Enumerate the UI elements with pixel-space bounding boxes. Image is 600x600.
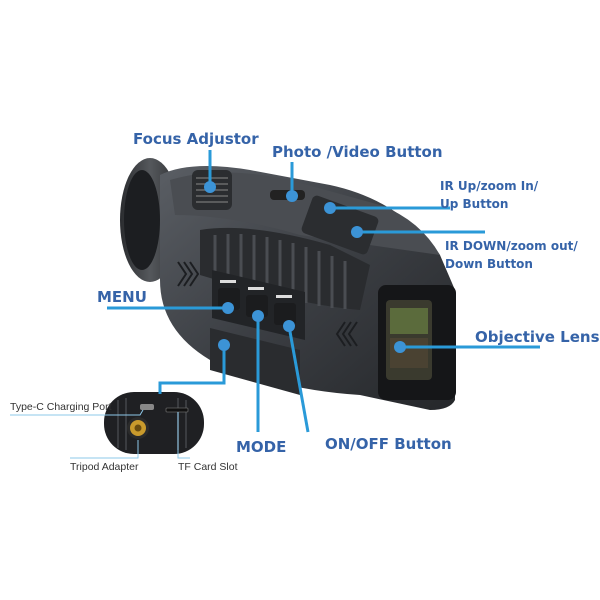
tripod-adapter-label: Tripod Adapter <box>70 461 139 473</box>
side-vents <box>177 261 358 347</box>
lower-grip <box>210 328 300 395</box>
ir-up-label-line1: IR Up/zoom In/ <box>440 179 539 193</box>
photo-video-button-label: Photo /Video Button <box>272 143 443 161</box>
top-button-panel <box>301 195 379 255</box>
mode-label: MODE <box>236 438 287 456</box>
tf-card-slot-label: TF Card Slot <box>178 461 238 473</box>
focus-adjustor-label: Focus Adjustor <box>133 130 259 148</box>
menu-label: MENU <box>97 288 147 306</box>
objective-lens-label: Objective Lens <box>475 328 600 346</box>
inset-callout-lines <box>10 409 190 459</box>
type-c-charging-port-label: Type-C Charging Port <box>10 401 112 413</box>
port-inset <box>104 392 204 454</box>
callout-dots <box>204 181 406 353</box>
ir-up-label-line2: Up Button <box>440 197 509 211</box>
callout-lines <box>107 150 540 433</box>
on-off-button-label: ON/OFF Button <box>325 435 452 453</box>
objective-lens <box>378 285 456 400</box>
ir-down-label-line2: Down Button <box>445 257 533 271</box>
ir-down-label-line1: IR DOWN/zoom out/ <box>445 239 578 253</box>
grip-ribs <box>213 234 347 309</box>
